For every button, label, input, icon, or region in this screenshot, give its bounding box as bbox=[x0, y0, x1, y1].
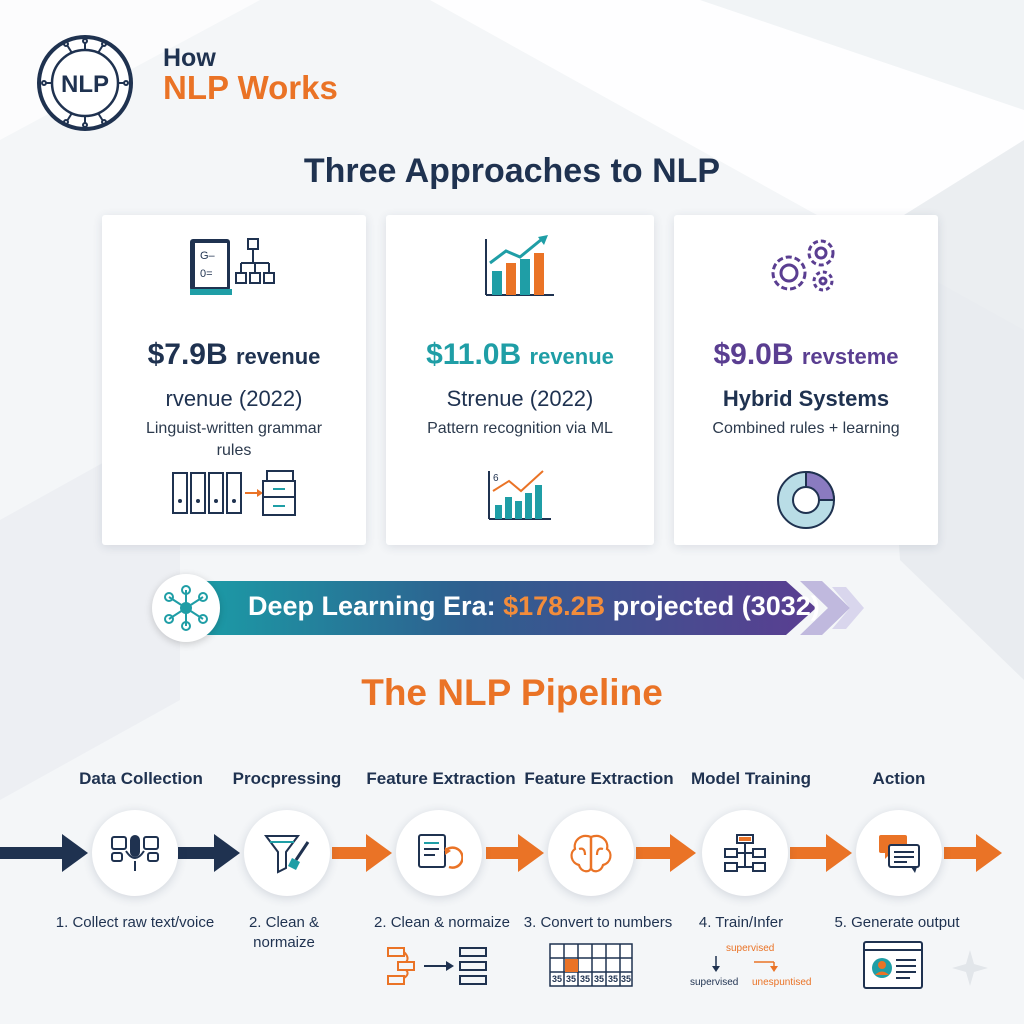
step-icon-action bbox=[856, 810, 942, 896]
svg-text:0=: 0= bbox=[200, 268, 213, 280]
svg-text:6: 6 bbox=[493, 473, 499, 484]
funnel-brush-icon bbox=[264, 835, 310, 874]
feature-flow-icon bbox=[384, 940, 494, 997]
revenue-value: $7.9B bbox=[147, 338, 228, 371]
brand-how: How bbox=[163, 44, 216, 72]
revenue-value: $9.0B bbox=[713, 338, 794, 371]
banner-highlight: $178.2B bbox=[503, 591, 606, 621]
sparkle-icon bbox=[952, 950, 988, 986]
microphone-chat-icon bbox=[111, 835, 159, 871]
card-description: Combined rules + learning bbox=[712, 420, 900, 437]
step-label-model-training: Model Training bbox=[691, 769, 811, 788]
step-description: 3. Convert to numbers bbox=[523, 914, 673, 931]
nlp-logo: NLP bbox=[36, 34, 134, 132]
training-label-left: supervised bbox=[690, 977, 739, 988]
step-description: 2. Clean & normaize bbox=[248, 914, 320, 951]
matrix-cell: 35 bbox=[608, 974, 618, 984]
matrix-cell: 35 bbox=[594, 974, 604, 984]
card-revenue: $7.9B revenue bbox=[102, 338, 366, 372]
matrix-cell: 35 bbox=[621, 974, 631, 984]
rulebook-flowchart-icon: G– 0= bbox=[102, 233, 366, 313]
matrix-cell: 35 bbox=[580, 974, 590, 984]
small-bar-chart-icon: 6 bbox=[386, 467, 654, 537]
step-description: 1. Collect raw text/voice bbox=[55, 914, 215, 931]
step-icon-data-collection bbox=[92, 810, 178, 896]
pipeline-arrows bbox=[0, 834, 1002, 872]
document-cycle-icon bbox=[418, 834, 463, 869]
card-subtitle: Hybrid Systems bbox=[722, 386, 890, 411]
approach-card-hybrid: $9.0B revsteme Hybrid Systems Combined r… bbox=[674, 215, 938, 545]
revenue-value: $11.0B bbox=[426, 338, 522, 371]
card-revenue: $11.0B revenue bbox=[386, 338, 654, 372]
bar-chart-trend-icon bbox=[386, 233, 654, 313]
revenue-unit: revenue bbox=[236, 344, 321, 369]
brain-icon bbox=[570, 834, 612, 873]
neural-network-icon bbox=[152, 574, 220, 642]
banner-prefix: Deep Learning Era: bbox=[248, 591, 504, 621]
revenue-unit: revsteme bbox=[801, 344, 899, 369]
gears-icon bbox=[674, 233, 938, 313]
brand-title: NLP Works bbox=[163, 69, 338, 106]
step-description: 4. Train/Infer bbox=[698, 914, 784, 931]
binders-to-filing-cabinet-icon bbox=[102, 467, 366, 537]
step-label-preprocessing: Procpressing bbox=[232, 769, 342, 788]
donut-chart-icon bbox=[674, 467, 938, 537]
step-description: 5. Generate output bbox=[834, 914, 960, 931]
step-label-action: Action bbox=[872, 769, 926, 788]
step-label-feature-extraction-1: Feature Extraction bbox=[366, 769, 516, 788]
feature-matrix-icon: 35 35 35 35 35 35 bbox=[548, 940, 634, 995]
step-icon-preprocessing bbox=[244, 810, 330, 896]
step-icon-feature-extraction-1 bbox=[396, 810, 482, 896]
matrix-cell: 35 bbox=[552, 974, 562, 984]
training-label-right: unespuntised bbox=[752, 977, 812, 988]
step-label-feature-extraction-2: Feature Extraction bbox=[524, 769, 674, 788]
step-label-data-collection: Data Collection bbox=[79, 769, 203, 788]
card-revenue: $9.0B revsteme bbox=[674, 338, 938, 372]
banner-suffix: projected (3032) bbox=[605, 591, 820, 621]
approach-card-rules: G– 0= $7.9B revenue rvenue (2022) Lingui… bbox=[102, 215, 366, 545]
approaches-title: Three Approaches to NLP bbox=[303, 152, 721, 190]
training-split-icon bbox=[712, 956, 778, 972]
logo-text: NLP bbox=[61, 71, 109, 98]
step-icon-model-training bbox=[702, 810, 788, 896]
deep-learning-banner bbox=[180, 581, 864, 635]
card-description: Linguist-written grammar rules bbox=[145, 420, 323, 459]
pipeline-title: The NLP Pipeline bbox=[361, 672, 663, 713]
output-window-icon bbox=[862, 940, 924, 997]
approach-card-ml: $11.0B revenue Strenue (2022) Pattern re… bbox=[386, 215, 654, 545]
card-subtitle: rvenue (2022) bbox=[165, 386, 303, 411]
card-description: Pattern recognition via ML bbox=[427, 420, 613, 437]
training-label-top: supervised bbox=[726, 943, 775, 954]
flowchart-icon bbox=[724, 834, 766, 872]
step-icon-feature-extraction-2 bbox=[548, 810, 634, 896]
revenue-unit: revenue bbox=[529, 344, 614, 369]
card-subtitle: Strenue (2022) bbox=[446, 386, 594, 411]
step-description: 2. Clean & normaize bbox=[374, 914, 510, 931]
matrix-cell: 35 bbox=[566, 974, 576, 984]
banner-text: Deep Learning Era: $178.2B projected (30… bbox=[248, 591, 820, 622]
svg-text:G–: G– bbox=[200, 250, 216, 262]
chat-bubble-icon bbox=[879, 835, 920, 873]
